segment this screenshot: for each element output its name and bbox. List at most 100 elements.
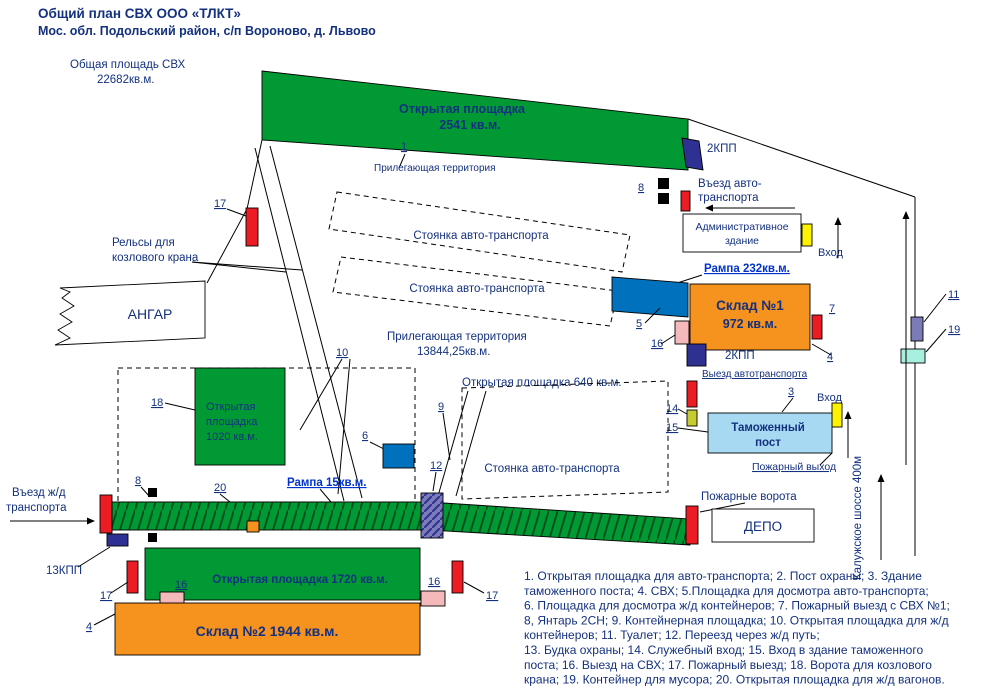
marker-4a: 4 [827, 351, 833, 363]
kpp2-top-shape [681, 137, 704, 171]
leader-marker-16c [660, 334, 676, 345]
open-area-1020-shape [194, 367, 286, 466]
exit-rect-16b [420, 590, 446, 607]
leader-marker-17b [110, 581, 129, 594]
hangar-label: АНГАР [128, 306, 173, 322]
warehouse-1-label-1: Склад №1 [716, 298, 784, 313]
marker-8a: 8 [638, 182, 644, 194]
marker-16b: 16 [428, 576, 440, 588]
warehouse-1-shape [689, 283, 811, 351]
open-area-1020-label-1: Открытая [206, 401, 255, 413]
marker-15: 15 [666, 422, 678, 434]
leader-marker-5 [644, 307, 661, 324]
marker-8b: 8 [135, 475, 141, 487]
marker-5: 5 [636, 318, 642, 330]
marker-20: 20 [214, 482, 226, 494]
admin-building-shape [682, 213, 802, 253]
toilet-rect-11 [910, 316, 924, 342]
radiation-monitor-rail-1 [148, 488, 157, 497]
radiation-monitor-top-1 [658, 178, 669, 189]
depot-shape [711, 508, 815, 543]
ramp-232-shape [611, 276, 689, 318]
marker-11: 11 [948, 289, 959, 301]
open-area-1020-label-3: 1020 кв.м. [206, 431, 258, 443]
leader-open-640-b [455, 390, 487, 497]
page-title: Общий план СВХ ООО «ТЛКТ» [38, 6, 241, 21]
leader-marker-18 [164, 402, 196, 411]
fire-exit-rect-7 [811, 314, 823, 340]
leader-marker-20 [219, 493, 231, 503]
guard-post-rect-2 [246, 520, 260, 533]
leader-marker-4b [93, 613, 116, 626]
legend: 1. Открытая площадка для авто-транспорта… [524, 569, 950, 686]
warehouse-2-label: Склад №2 1944 кв.м. [196, 623, 339, 639]
leader-marker-9 [442, 412, 451, 461]
ramp-232-label: Рампа 232кв.м. [704, 263, 790, 275]
leader-marker-3 [781, 397, 794, 413]
parking-zone-1-label: Стоянка авто-транспорта [413, 230, 549, 242]
rail-crossing-12 [420, 492, 444, 539]
customs-post-label-2: пост [755, 437, 781, 449]
leader-open-640-a [437, 390, 469, 497]
customs-entrance-label: Вход [817, 392, 842, 404]
page-subtitle: Мос. обл. Подольский район, с/п Вороново… [38, 24, 376, 38]
leader-marker-10b [337, 358, 351, 495]
leader-marker-1 [398, 153, 406, 169]
admin-building-label-2: здание [725, 235, 759, 247]
admin-entrance-rect [801, 223, 813, 247]
parking-zone-2-label: Стоянка авто-транспорта [409, 283, 545, 295]
rail-inspection-pad-shape [382, 443, 415, 469]
radiation-monitor-rail-2 [148, 533, 157, 542]
leader-crane-rails-1 [191, 261, 287, 273]
marker-9: 9 [438, 401, 444, 413]
rail-entry-label-2: транспорта [6, 502, 67, 514]
admin-building-label-1: Административное [695, 221, 788, 233]
trash-container-rect-19 [900, 348, 926, 364]
legend-line-6: 13. Будка охраны; 14. Служебный вход; 15… [524, 643, 923, 657]
marker-18: 18 [151, 397, 163, 409]
rail-track-east [427, 501, 691, 546]
parking-zone-2 [332, 256, 619, 327]
crane-rails-label-2: козлового крана [112, 252, 199, 264]
rail-entry-label-1: Въезд ж/д [12, 487, 66, 499]
leader-marker-4a [811, 343, 832, 356]
adjacent-territory-mid-label-1: Прилегающая территория [387, 331, 527, 343]
highway-label: Калужское шоссе 400м [852, 456, 864, 580]
marker-3: 3 [788, 386, 794, 398]
fire-exit-rect-17c [451, 560, 464, 594]
leader-marker-10a [299, 358, 343, 431]
rail-track-west [111, 501, 429, 531]
marker-17c: 17 [486, 590, 498, 602]
total-area-label-1: Общая площадь СВХ [70, 59, 185, 71]
open-area-1020-label-2: площадка [206, 416, 258, 428]
hangar-shape [54, 280, 206, 346]
marker-1: 1 [401, 141, 407, 153]
leader-marker-17a [226, 208, 247, 217]
open-area-2541-label-2: 2541 кв.м. [439, 118, 500, 132]
vehicle-entry-label-2: транспорта [698, 192, 759, 204]
leader-marker-17c [463, 581, 485, 594]
depot-label: ДЕПО [744, 519, 782, 534]
legend-line-8: крана; 19. Контейнер для мусора; 20. Отк… [524, 673, 945, 686]
leader-marker-12 [432, 471, 437, 492]
marker-4b: 4 [86, 621, 92, 633]
open-area-2541-label-1: Открытая площадка [399, 102, 526, 116]
legend-line-7: поста; 16. Выезд на СВХ; 17. Пожарный вы… [524, 658, 932, 672]
leader-marker-19 [925, 328, 947, 353]
service-entrance-rect-14 [686, 409, 698, 427]
kpp13-label: 13КПП [46, 565, 82, 577]
marker-19: 19 [948, 324, 960, 336]
marker-14: 14 [666, 403, 678, 415]
leader-ramp-15 [319, 488, 332, 503]
adjacent-territory-top-label: Прилегающая территория [374, 163, 496, 174]
customs-fire-exit-label: Пожарный выход [752, 461, 836, 473]
marker-6: 6 [362, 430, 368, 442]
marker-7: 7 [829, 303, 835, 315]
fire-exit-rect-top [680, 190, 691, 212]
boundary-top-right [687, 118, 916, 198]
fire-gates-label: Пожарные ворота [701, 491, 797, 503]
leader-crane-rails-2 [191, 261, 303, 271]
ramp-15-label: Рампа 15кв.м. [287, 477, 366, 489]
crane-rail-line-1 [254, 147, 345, 502]
